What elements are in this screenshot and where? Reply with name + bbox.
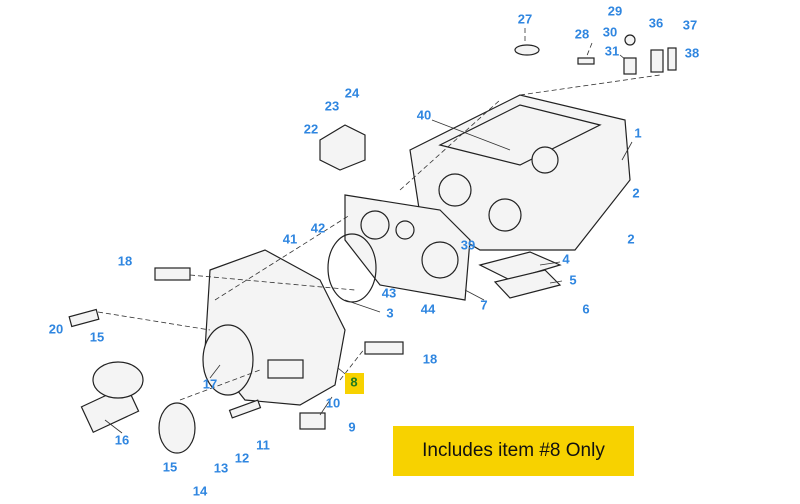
callout-c10: 10 [326, 395, 340, 410]
parts-drawing [68, 34, 677, 454]
callout-c28: 28 [575, 26, 589, 41]
callout-c5: 5 [569, 272, 576, 287]
callout-c8: 8 [350, 374, 357, 389]
callout-c2a: 2 [632, 185, 639, 200]
callout-c18a: 18 [118, 253, 132, 268]
callout-c18b: 18 [423, 351, 437, 366]
callout-c12: 12 [235, 450, 249, 465]
callout-c1: 1 [634, 125, 641, 140]
callout-8-highlight [345, 373, 364, 394]
callout-c22: 22 [304, 121, 318, 136]
callout-c14: 14 [193, 483, 208, 498]
callout-c9: 9 [348, 419, 355, 434]
callout-c15a: 15 [90, 329, 104, 344]
callout-c11: 11 [256, 437, 270, 452]
callout-c40: 40 [417, 107, 431, 122]
callout-c36: 36 [649, 15, 663, 30]
callout-c41: 41 [283, 231, 297, 246]
note-box: Includes item #8 Only [393, 426, 634, 476]
callout-c17: 17 [203, 376, 217, 391]
callout-c30: 30 [603, 24, 617, 39]
callout-c3: 3 [386, 305, 393, 320]
callout-c2b: 2 [627, 231, 634, 246]
callout-c37: 37 [683, 17, 697, 32]
callout-c4: 4 [562, 251, 570, 266]
callout-c15b: 15 [163, 459, 177, 474]
callout-c16: 16 [115, 432, 129, 447]
callout-c7: 7 [480, 297, 487, 312]
callout-c29: 29 [608, 3, 622, 18]
callout-c6: 6 [582, 301, 589, 316]
callout-c43: 43 [382, 285, 396, 300]
callout-c23: 23 [325, 98, 339, 113]
callout-c27: 27 [518, 11, 532, 26]
callout-c20: 20 [49, 321, 63, 336]
callout-c44: 44 [421, 301, 436, 316]
callout-c31: 31 [605, 43, 619, 58]
callout-c24: 24 [345, 85, 360, 100]
callout-c38: 38 [685, 45, 699, 60]
callout-c13: 13 [214, 460, 228, 475]
callout-c42: 42 [311, 220, 325, 235]
callout-c39: 39 [461, 237, 475, 252]
